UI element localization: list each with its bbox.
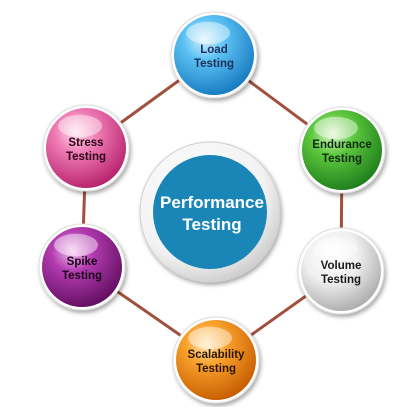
node-stress-highlight bbox=[58, 114, 102, 138]
node-load-sphere bbox=[174, 15, 254, 95]
node-scalability-sphere bbox=[176, 320, 256, 400]
node-scalability-highlight bbox=[188, 326, 232, 350]
node-stress-sphere bbox=[46, 108, 126, 188]
node-volume-label-line1: Volume bbox=[321, 260, 362, 272]
node-endurance-label-line1: Endurance bbox=[312, 139, 371, 151]
node-load-highlight bbox=[186, 21, 230, 45]
node-scalability-label-line1: Scalability bbox=[188, 349, 245, 361]
center-hub: Performance Testing bbox=[139, 141, 281, 283]
node-spike-label-line2: Testing bbox=[62, 270, 102, 282]
center-label-line2: Testing bbox=[182, 215, 241, 234]
node-endurance-sphere bbox=[302, 110, 382, 190]
node-stress-label-line2: Testing bbox=[66, 151, 106, 163]
node-volume-sphere bbox=[301, 231, 381, 311]
node-load-label-line2: Testing bbox=[194, 58, 234, 70]
node-volume-highlight bbox=[313, 237, 357, 261]
node-volume-label-line2: Testing bbox=[321, 274, 361, 286]
node-spike-sphere bbox=[42, 227, 122, 307]
outer-nodes: LoadTestingEnduranceTestingVolumeTesting… bbox=[38, 11, 386, 404]
node-scalability-label-line2: Testing bbox=[196, 363, 236, 375]
node-load-label-line1: Load bbox=[200, 44, 227, 56]
node-endurance-highlight bbox=[314, 116, 358, 140]
node-endurance-label-line2: Testing bbox=[322, 153, 362, 165]
center-label-line1: Performance bbox=[160, 193, 264, 212]
node-spike-highlight bbox=[54, 233, 98, 257]
node-stress-label-line1: Stress bbox=[68, 137, 103, 149]
center-disc bbox=[153, 155, 267, 269]
node-spike-label-line1: Spike bbox=[67, 256, 98, 268]
